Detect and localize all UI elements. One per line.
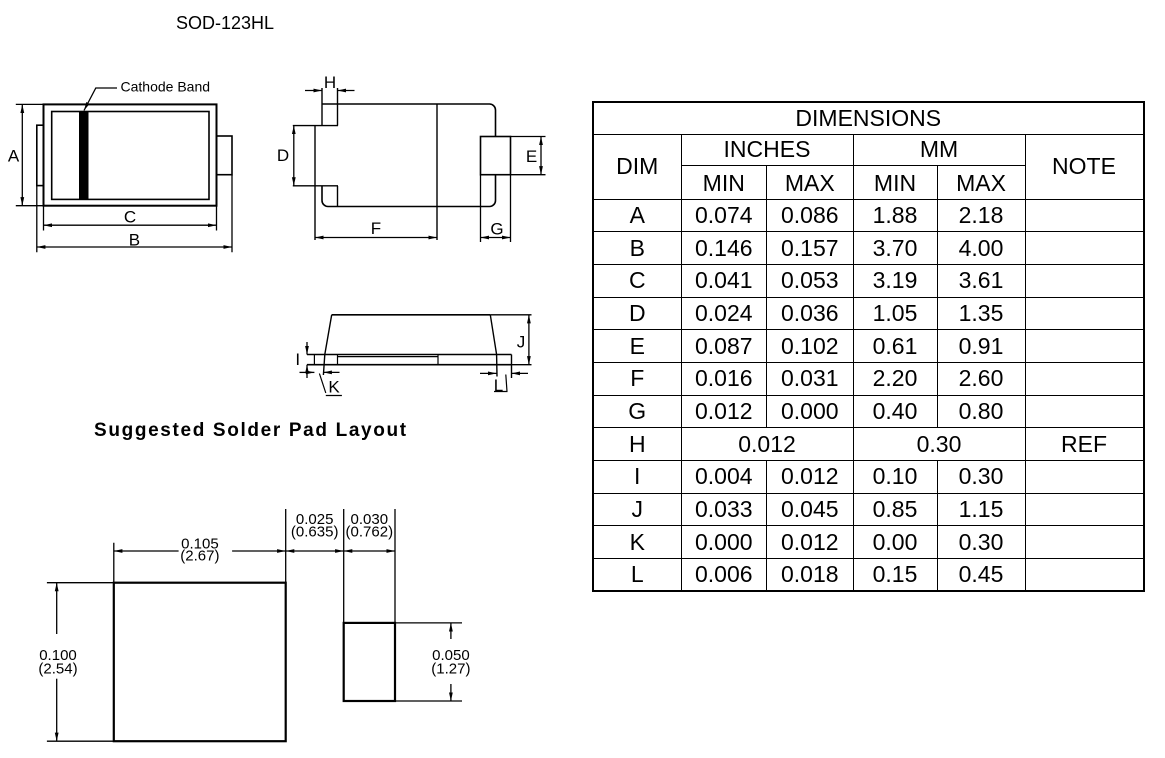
svg-text:0.025: 0.025 [296,511,334,528]
svg-text:I: I [295,350,300,369]
svg-text:(2.54): (2.54) [38,660,77,677]
svg-text:(1.27): (1.27) [431,660,470,677]
svg-text:Cathode Band: Cathode Band [121,79,211,95]
svg-text:J: J [517,333,526,352]
svg-text:F: F [371,219,381,238]
svg-text:L: L [494,376,503,395]
svg-text:0.050: 0.050 [432,647,470,664]
svg-text:0.100: 0.100 [39,647,77,664]
svg-text:K: K [328,378,340,397]
svg-text:(0.762): (0.762) [346,524,394,541]
svg-text:H: H [324,73,336,92]
svg-text:C: C [124,208,136,227]
svg-text:D: D [277,146,289,165]
svg-text:0.105: 0.105 [181,536,219,553]
svg-text:(2.67): (2.67) [180,548,219,565]
svg-text:G: G [490,220,503,239]
svg-text:B: B [129,231,140,250]
svg-text:(0.635): (0.635) [291,524,339,541]
svg-text:0.030: 0.030 [351,511,389,528]
svg-text:E: E [526,147,537,166]
svg-text:A: A [8,147,20,166]
